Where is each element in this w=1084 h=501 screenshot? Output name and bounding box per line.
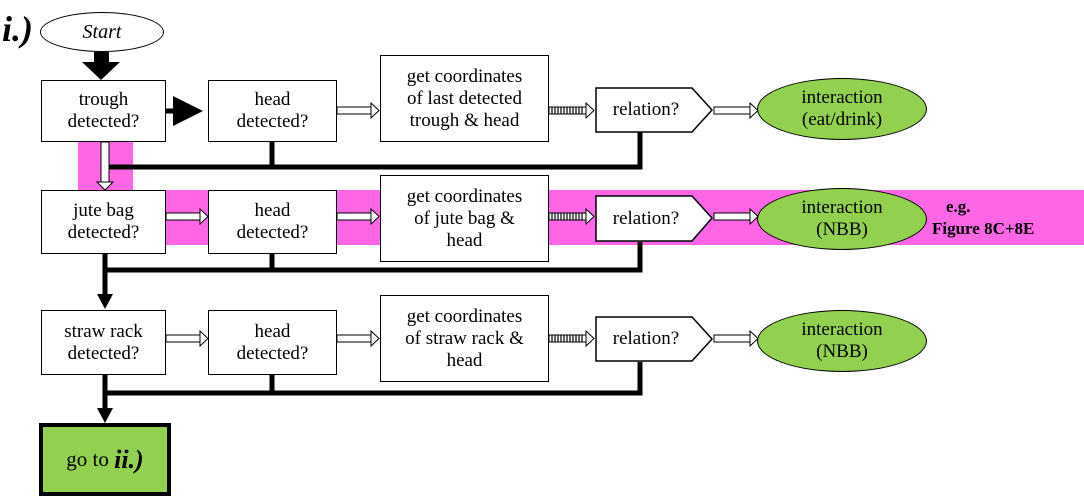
hollow-arrow-row1-head-coords xyxy=(336,101,380,120)
hollow-arrow-row2-rel-int xyxy=(713,207,759,226)
coords-box-row2: get coordinates of jute bag & head xyxy=(380,175,549,262)
trough-detected-box: trough detected? xyxy=(41,80,166,142)
go-to-target: ii.) xyxy=(114,444,144,474)
hollow-arrow-row1-rel-int xyxy=(713,101,759,120)
hollow-arrow-row2-obj-head xyxy=(165,207,209,226)
figure-reference-annotation: e.g. Figure 8C+8E xyxy=(932,196,1080,240)
hollow-arrow-row2-head-coords xyxy=(336,207,380,226)
hatched-arrow-row2 xyxy=(548,207,595,226)
go-to-next-section-box: go to ii.) xyxy=(39,423,171,496)
relation-label-row2: relation? xyxy=(612,207,680,229)
hatched-arrow-row3 xyxy=(548,329,595,348)
hollow-arrow-row3-rel-int xyxy=(713,329,759,348)
start-arrow xyxy=(82,52,120,80)
hollow-arrow-row3-head-coords xyxy=(336,329,380,348)
hollow-arrow-down-row1 xyxy=(95,141,115,191)
coords-box-row3: get coordinates of straw rack & head xyxy=(380,295,549,382)
coords-box-row1: get coordinates of last detected trough … xyxy=(380,55,549,142)
arrow-down-row2 xyxy=(97,294,113,309)
go-to-prefix: go to xyxy=(66,447,115,471)
section-label: i.) xyxy=(2,9,33,49)
relation-shape-row1 xyxy=(595,87,714,133)
interaction-node-row1: interaction (eat/drink) xyxy=(757,78,927,140)
annotation-line2: Figure 8C+8E xyxy=(932,219,1035,238)
relation-shape-row3 xyxy=(595,316,714,362)
hollow-arrow-row3-obj-head xyxy=(165,329,209,348)
annotation-line1: e.g. xyxy=(946,197,971,216)
row2-return-line xyxy=(102,242,643,296)
interaction-node-row2: interaction (NBB) xyxy=(757,188,927,250)
start-node: Start xyxy=(40,12,164,52)
arrow-down-row3 xyxy=(97,408,113,423)
start-label: Start xyxy=(82,21,122,43)
row3-return-line xyxy=(102,362,643,410)
interaction-node-row3: interaction (NBB) xyxy=(757,310,927,372)
relation-shape-row2 xyxy=(595,195,714,242)
row1-return-line xyxy=(108,132,643,170)
relation-label-row1: relation? xyxy=(612,99,680,120)
straw-rack-detected-box: straw rack detected? xyxy=(41,310,166,375)
head-detected-box-row3: head detected? xyxy=(208,310,337,375)
jute-bag-detected-box: jute bag detected? xyxy=(41,190,166,254)
hatched-arrow-row1 xyxy=(548,101,595,120)
head-detected-box-row2: head detected? xyxy=(208,190,337,254)
relation-label-row3: relation? xyxy=(612,328,680,349)
head-detected-box-row1: head detected? xyxy=(208,80,337,142)
